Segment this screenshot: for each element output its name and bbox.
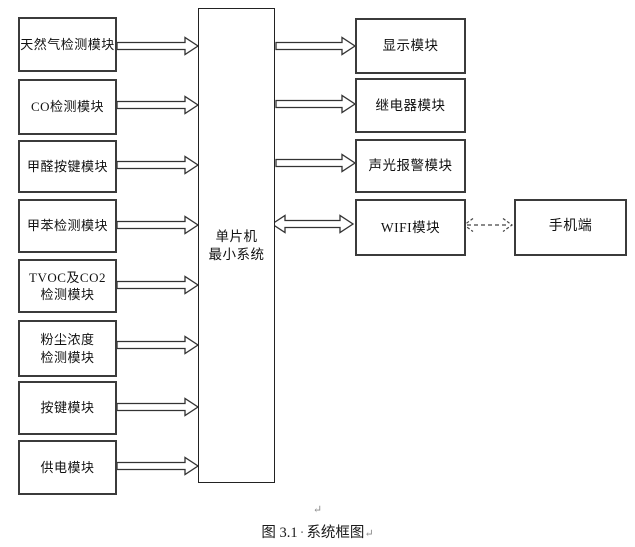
arrow-power-to-mcu	[116, 456, 200, 476]
box-label: 继电器模块	[375, 97, 446, 113]
caption-space-mark: ·	[299, 525, 305, 541]
caption-return-mark: ↵	[364, 528, 374, 540]
box-label: 供电模块	[40, 459, 95, 475]
box-label: 声光报警模块	[368, 158, 453, 174]
box-natural-gas-detection-module: 天然气检测模块	[18, 17, 117, 72]
arrow-formaldehyde-to-mcu	[116, 155, 200, 175]
box-label: 按键模块	[40, 400, 95, 416]
return-mark-glyph: ↵	[312, 504, 323, 516]
box-label: 甲醛按键模块	[26, 158, 108, 174]
arrow-tvoc-co2-to-mcu	[116, 275, 200, 295]
box-toluene-detection-module: 甲苯检测模块	[18, 199, 117, 253]
arrow-toluene-to-mcu	[116, 215, 200, 235]
arrow-mcu-to-alarm	[275, 153, 357, 173]
box-label: 手机端	[548, 219, 593, 235]
arrow-co-to-mcu	[116, 95, 200, 115]
box-power-supply-module: 供电模块	[18, 440, 117, 495]
box-display-module: 显示模块	[355, 18, 466, 74]
box-sound-light-alarm-module: 声光报警模块	[355, 139, 466, 193]
box-key-module: 按键模块	[18, 381, 117, 435]
box-co-detection-module: CO检测模块	[18, 79, 117, 135]
box-label: CO检测模块	[30, 99, 105, 115]
box-label: 显示模块	[382, 38, 439, 54]
dashed-link-wifi-phone	[462, 218, 514, 232]
box-label: WIFI模块	[380, 219, 441, 235]
arrow-mcu-wifi-bidirectional	[270, 214, 355, 234]
box-relay-module: 继电器模块	[355, 78, 466, 133]
box-formaldehyde-key-module: 甲醛按键模块	[18, 140, 117, 193]
arrow-natural-gas-to-mcu	[116, 36, 200, 56]
box-label: 单片机 最小系统	[208, 228, 265, 262]
box-dust-concentration-module: 粉尘浓度 检测模块	[18, 320, 117, 377]
box-mobile-phone: 手机端	[514, 199, 627, 256]
box-label: 天然气检测模块	[20, 36, 115, 52]
caption-figure-number: 图 3.1	[261, 525, 298, 541]
arrow-dust-to-mcu	[116, 335, 200, 355]
box-label: 甲苯检测模块	[26, 218, 108, 234]
box-wifi-module: WIFI模块	[355, 199, 466, 256]
box-tvoc-co2-detection-module: TVOC及CO2 检测模块	[18, 259, 117, 313]
arrow-mcu-to-display	[275, 36, 357, 56]
paragraph-mark: ↵	[0, 503, 635, 516]
box-mcu-minimal-system: 单片机 最小系统	[198, 8, 275, 483]
figure-caption: 图 3.1·系统框图↵	[0, 521, 635, 542]
box-label: TVOC及CO2 检测模块	[29, 269, 106, 302]
arrow-mcu-to-relay	[275, 94, 357, 114]
box-label: 粉尘浓度 检测模块	[40, 332, 95, 365]
caption-title: 系统框图	[306, 525, 365, 541]
arrow-keys-to-mcu	[116, 397, 200, 417]
